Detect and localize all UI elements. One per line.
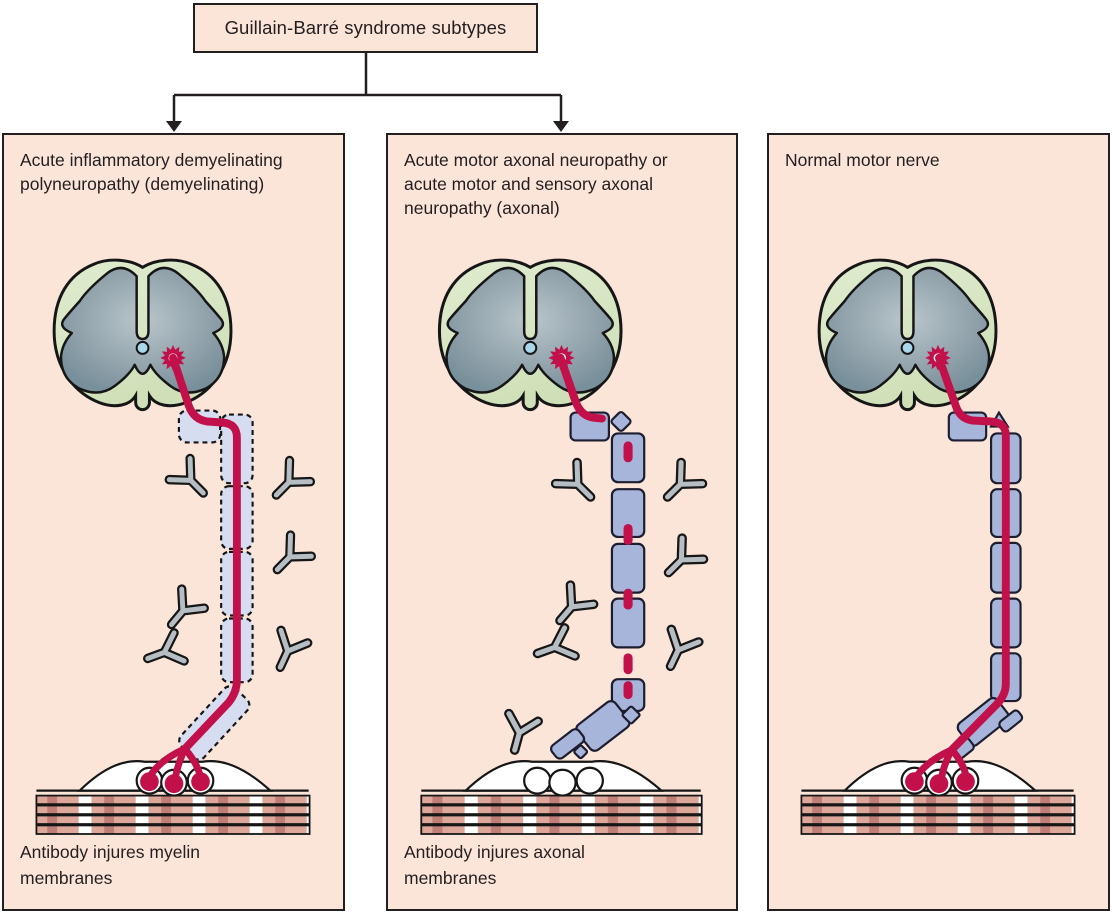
antibody-icon: [160, 589, 204, 634]
panel-aman-caption: Antibody injures axonal membranes: [404, 842, 585, 888]
aidp-figure: [35, 258, 343, 836]
connector-arrows: [166, 53, 569, 132]
arrow-down-icon: [553, 121, 569, 132]
antibody-icon: [532, 628, 575, 668]
myelin-sheath-segments: [549, 411, 646, 760]
panel-normal-title: Normal motor nerve: [785, 150, 940, 170]
aman-figure: [420, 258, 736, 836]
normal-figure: [800, 258, 1076, 836]
antibody-icon: [657, 463, 703, 508]
axon-terminals: [140, 772, 210, 794]
spinal-cord-cross-section: [437, 258, 623, 412]
panel-normal: Normal motor nerve: [767, 133, 1110, 911]
spinal-cord-cross-section: [52, 258, 233, 412]
spinal-cord-cross-section: [817, 258, 998, 412]
arrow-down-icon: [166, 121, 182, 132]
diagram-title-box: Guillain-Barré syndrome subtypes: [193, 3, 538, 53]
antibody-icon: [500, 714, 538, 754]
antibody-icon: [556, 463, 602, 508]
panel-aidp: Acute inflammatory demyelinating polyneu…: [2, 133, 345, 911]
antibody-icon: [169, 459, 213, 504]
neuromuscular-junction-muscle: [420, 760, 703, 836]
panel-aman-title: Acute motor axonal neuropathy or acute m…: [404, 150, 668, 219]
degenerated-axon: [556, 353, 633, 700]
neuromuscular-junction-muscle: [800, 760, 1076, 836]
antibody-icon: [548, 585, 593, 630]
panel-aidp-title: Acute inflammatory demyelinating polyneu…: [20, 150, 283, 195]
myelin-sheath-intact: [947, 410, 1024, 761]
neuromuscular-junction-muscle: [35, 760, 311, 836]
antibody-icon: [658, 538, 704, 583]
antibody-icon: [143, 633, 184, 673]
antibody-icon: [267, 535, 311, 580]
axon-terminals: [905, 772, 975, 794]
antibody-icon: [267, 630, 308, 673]
diagram-title: Guillain-Barré syndrome subtypes: [224, 17, 507, 38]
antibody-icon: [266, 461, 310, 506]
panel-aman: Acute motor axonal neuropathy or acute m…: [386, 133, 738, 911]
panel-aidp-caption: Antibody injures myelin membranes: [20, 842, 200, 888]
antibody-icon: [657, 629, 699, 672]
